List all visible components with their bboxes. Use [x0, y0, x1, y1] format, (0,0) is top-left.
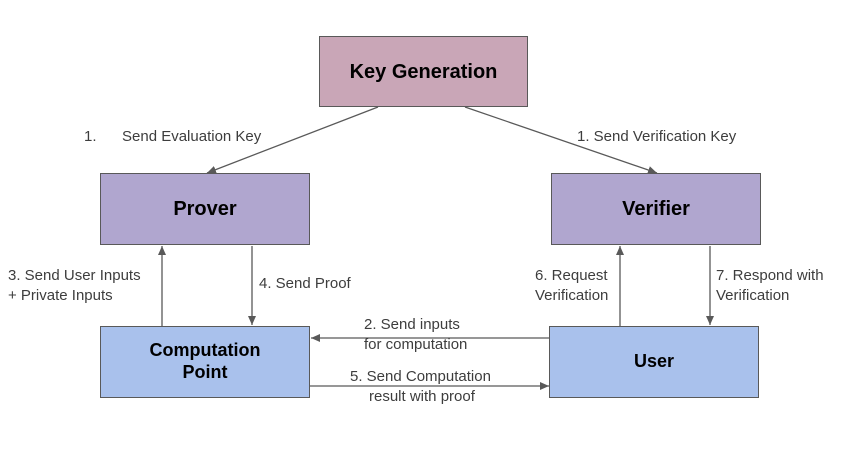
send-user-inputs-line-1: 3. Send User Inputs: [8, 267, 141, 284]
send-evaluation-key-step: 1.: [84, 128, 97, 145]
computation-point-node: Computation Point: [100, 326, 310, 398]
send-computation-result-label: 5. Send Computation result with proof: [350, 367, 491, 407]
request-verification-line-1: 6. Request: [535, 267, 608, 284]
verifier-node: Verifier: [551, 173, 761, 245]
computation-point-label-line-2: Point: [182, 362, 228, 382]
arrow-keygen-to-verifier: [464, 106, 658, 174]
send-inputs-label: 2. Send inputs for computation: [364, 315, 467, 355]
send-computation-result-line-2: result with proof: [369, 388, 475, 405]
send-user-inputs-line-2: + Private Inputs: [8, 287, 113, 304]
prover-node: Prover: [100, 173, 310, 245]
send-proof-label: 4. Send Proof: [259, 275, 351, 292]
send-user-inputs-label: 3. Send User Inputs + Private Inputs: [8, 266, 141, 306]
verifier-label: Verifier: [622, 198, 690, 220]
computation-point-label-line-1: Computation: [149, 340, 261, 361]
send-inputs-line-1: 2. Send inputs: [364, 316, 460, 333]
key-generation-node: Key Generation: [319, 36, 528, 107]
user-node: User: [549, 326, 759, 398]
request-verification-line-2: Verification: [535, 287, 609, 304]
send-computation-result-line-1: 5. Send Computation: [350, 368, 491, 385]
send-verification-key-label: 1. Send Verification Key: [577, 128, 737, 145]
request-verification-label: 6. Request Verification: [535, 266, 608, 306]
respond-with-verification-line-1: 7. Respond with: [716, 267, 824, 284]
prover-label: Prover: [173, 198, 237, 220]
send-inputs-line-2: for computation: [364, 336, 468, 353]
send-evaluation-key-label: Send Evaluation Key: [122, 128, 262, 145]
respond-with-verification-line-2: Verification: [716, 287, 790, 304]
arrow-keygen-to-prover: [206, 106, 379, 174]
user-label: User: [633, 351, 675, 372]
key-generation-label: Key Generation: [349, 60, 498, 83]
respond-with-verification-label: 7. Respond with Verification: [716, 266, 824, 306]
